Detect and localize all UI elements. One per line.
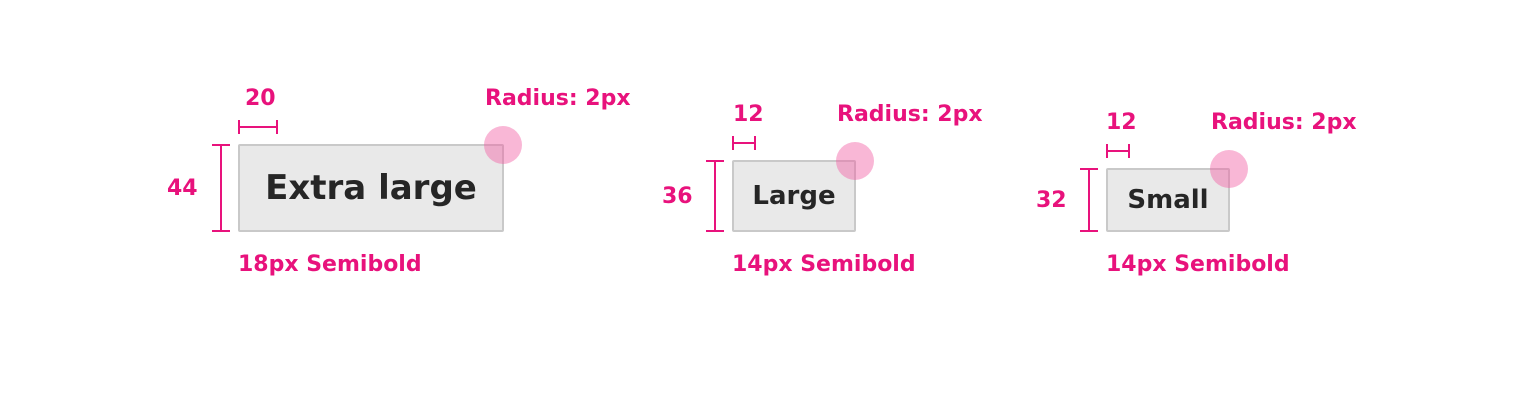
radius-label: Radius: 2px [837, 102, 983, 127]
padding-dimension-marker [1106, 144, 1130, 158]
radius-label: Radius: 2px [1211, 110, 1357, 135]
height-dimension-marker [1080, 168, 1098, 232]
padding-dimension-marker [732, 136, 756, 150]
padding-label: 12 [733, 102, 764, 127]
large-button[interactable]: Large [732, 160, 856, 232]
radius-indicator-dot [1210, 150, 1248, 188]
font-spec-label: 14px Semibold [1106, 252, 1290, 277]
radius-label: Radius: 2px [485, 86, 631, 111]
height-label: 36 [662, 184, 693, 209]
font-spec-label: 14px Semibold [732, 252, 916, 277]
font-spec-label: 18px Semibold [238, 252, 422, 277]
small-button[interactable]: Small [1106, 168, 1230, 232]
padding-label: 20 [245, 86, 276, 111]
height-dimension-marker [706, 160, 724, 232]
extra-large-button[interactable]: Extra large [238, 144, 504, 232]
padding-dimension-marker [238, 120, 278, 134]
radius-indicator-dot [484, 126, 522, 164]
height-label: 32 [1036, 188, 1067, 213]
radius-indicator-dot [836, 142, 874, 180]
height-label: 44 [167, 176, 198, 201]
padding-label: 12 [1106, 110, 1137, 135]
height-dimension-marker [212, 144, 230, 232]
